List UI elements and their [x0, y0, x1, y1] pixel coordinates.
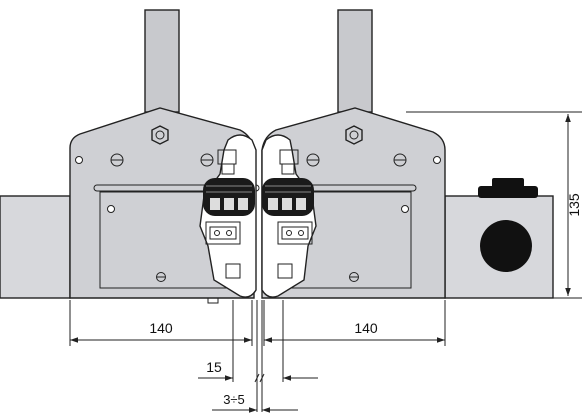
- bottom-tab: [207, 297, 219, 304]
- left-rail: [0, 195, 71, 299]
- left-post: [144, 9, 180, 113]
- left-hex-nut: [151, 125, 169, 145]
- screw: [393, 153, 407, 167]
- left-connector: [199, 134, 257, 298]
- right-post: [337, 9, 373, 113]
- gap-15-dimension: 15: [198, 359, 318, 383]
- hole: [107, 205, 115, 213]
- right-hex-nut: [345, 125, 363, 145]
- height-label: 135: [566, 193, 582, 217]
- left-width-label: 140: [149, 320, 173, 336]
- screw: [349, 272, 359, 282]
- hole: [433, 156, 441, 164]
- left-slot: [93, 184, 260, 192]
- screw: [200, 153, 214, 167]
- rail-button: [478, 178, 538, 198]
- right-width-dimension: 140: [264, 320, 445, 343]
- hole: [75, 156, 83, 164]
- gap-15-label: 15: [206, 359, 222, 375]
- right-width-label: 140: [354, 320, 378, 336]
- height-dimension: 135: [565, 114, 582, 296]
- right-connector: [261, 134, 317, 298]
- hole: [401, 205, 409, 213]
- screw: [306, 153, 320, 167]
- round-cap: [480, 220, 532, 272]
- gap-range-dimension: 3÷5: [212, 392, 298, 413]
- screw: [110, 153, 124, 167]
- left-width-dimension: 140: [70, 320, 252, 343]
- gap-range-label: 3÷5: [223, 392, 245, 407]
- screw: [156, 272, 166, 282]
